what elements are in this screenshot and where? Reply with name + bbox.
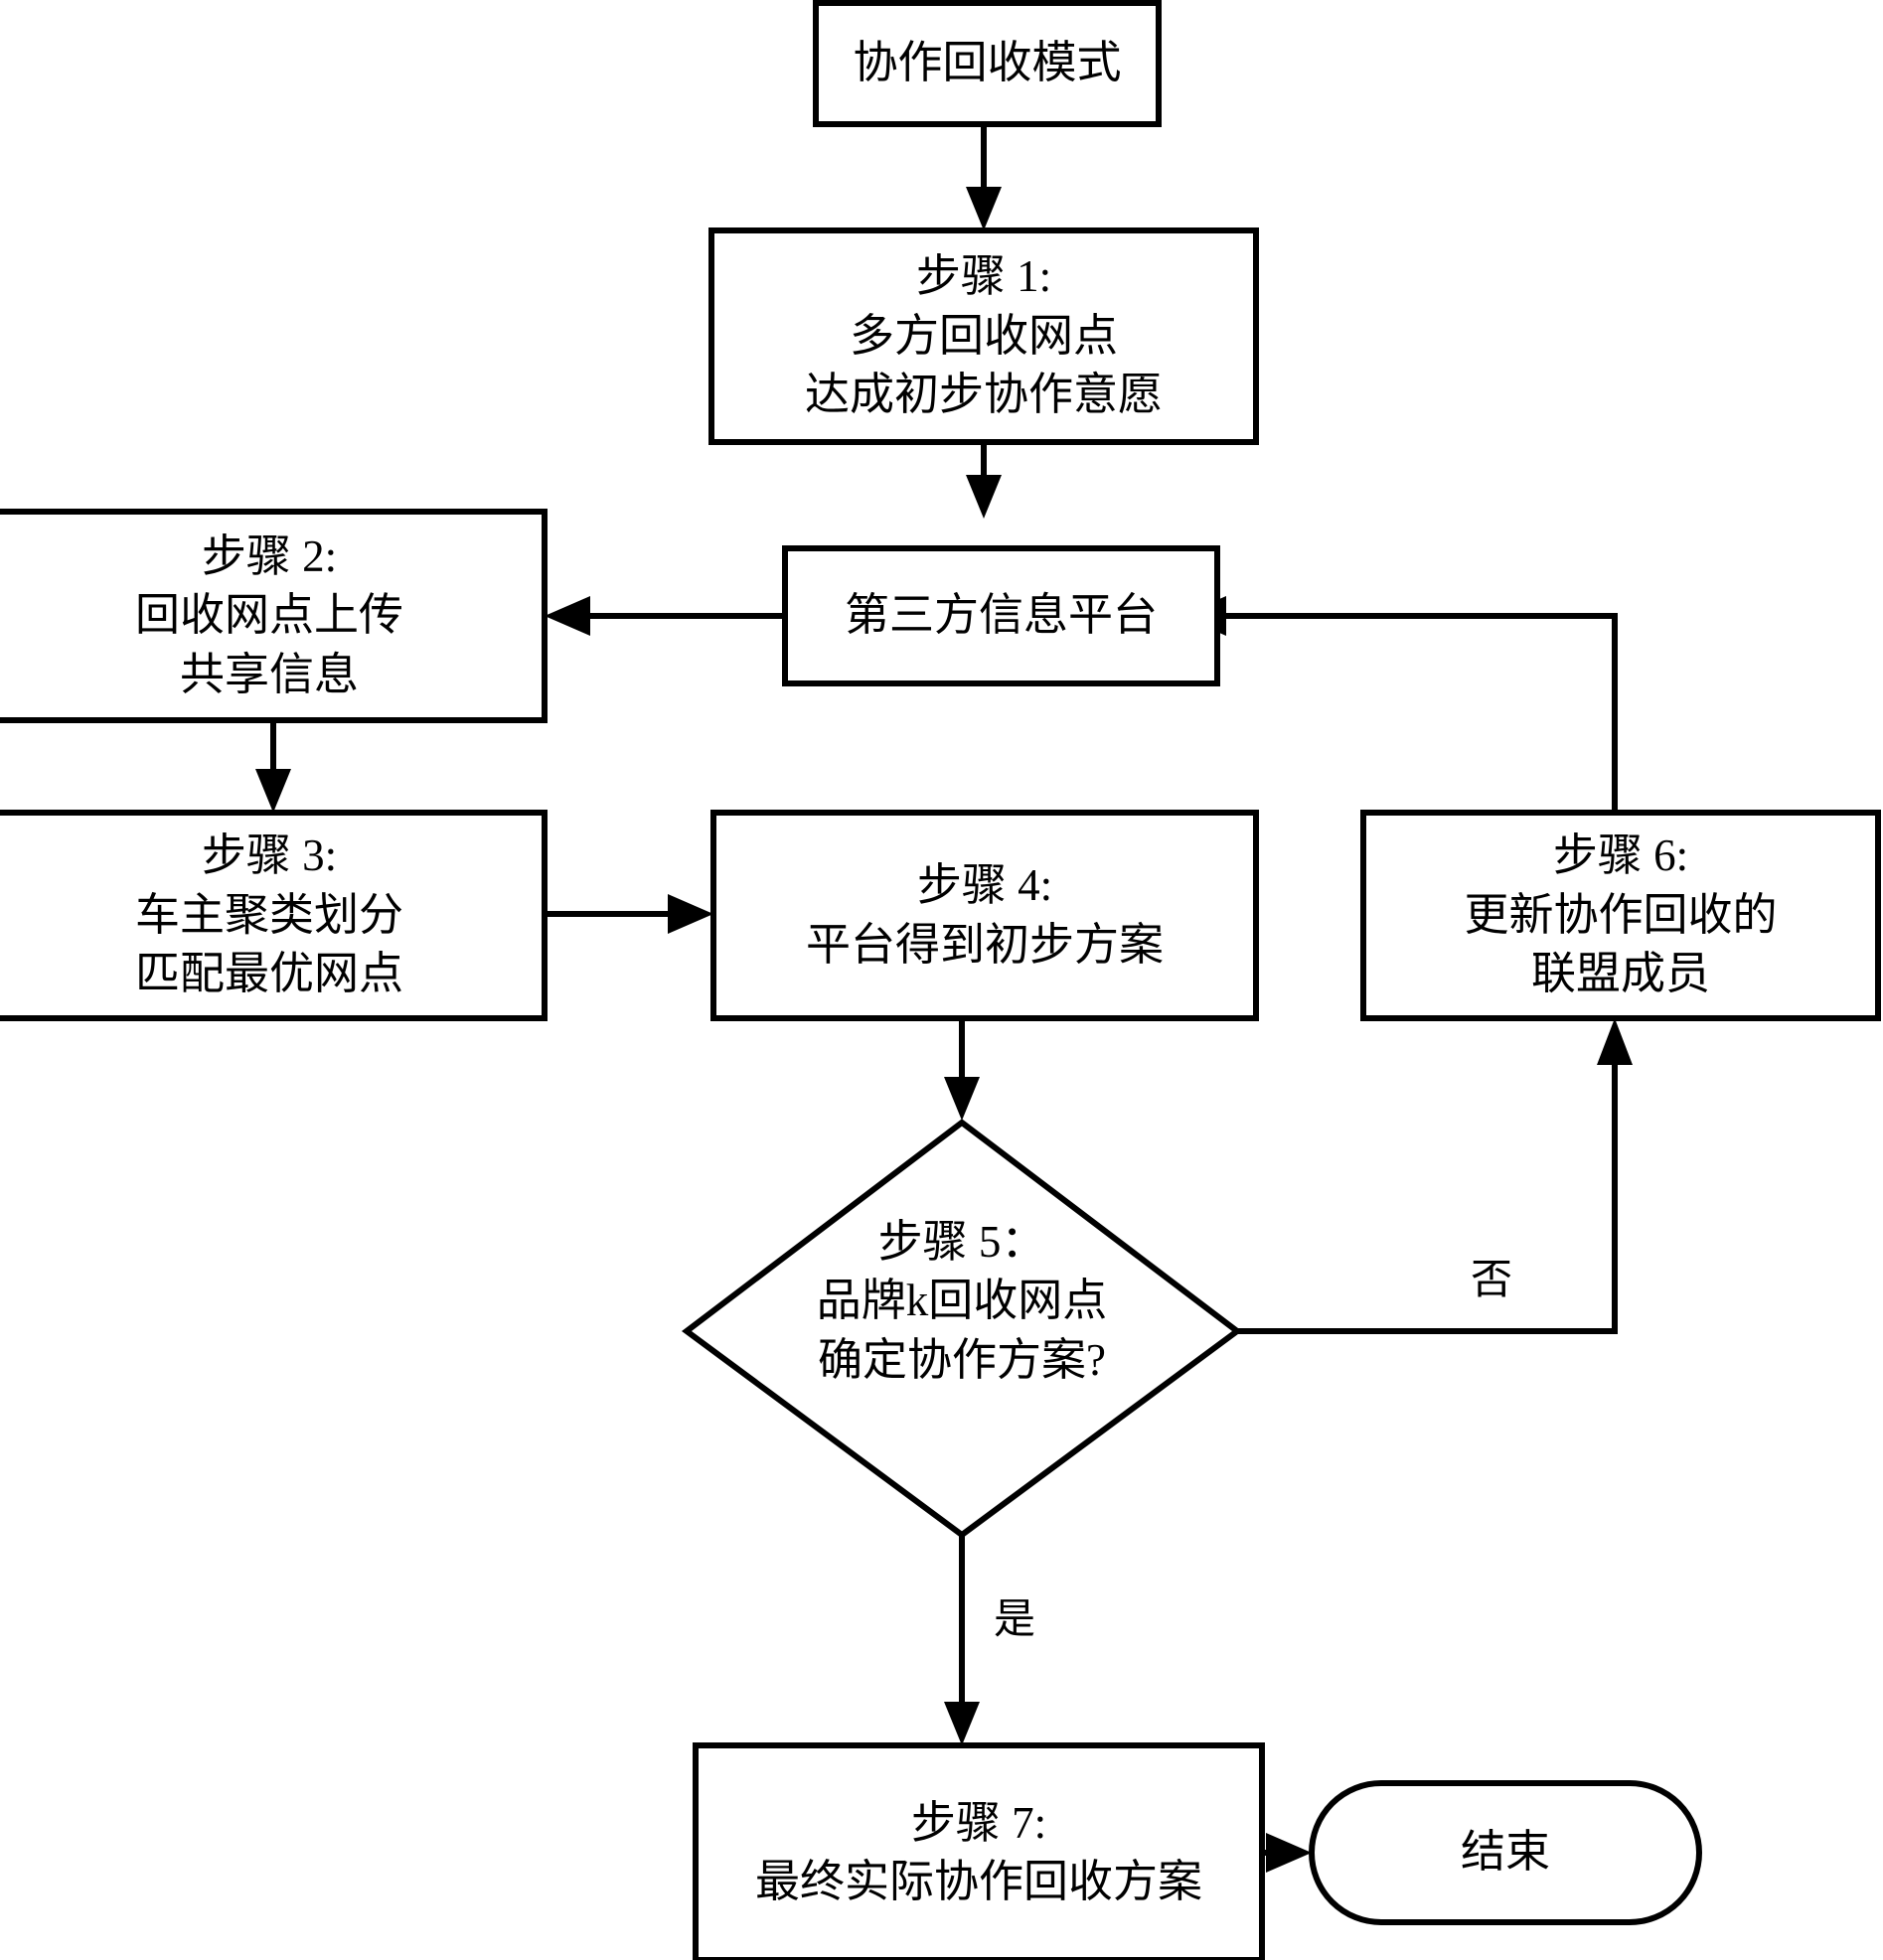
node-step2[interactable] xyxy=(0,509,548,723)
node-start[interactable] xyxy=(813,0,1162,127)
edge-label-no: 否 xyxy=(1471,1258,1513,1303)
node-step6[interactable] xyxy=(1360,810,1881,1021)
node-step1[interactable] xyxy=(708,227,1259,445)
node-end[interactable] xyxy=(1309,1780,1702,1925)
edge-step5-to-step7 xyxy=(944,1535,980,1745)
node-step5[interactable] xyxy=(681,1119,1243,1539)
edge-step6-to-platform xyxy=(1180,596,1618,813)
node-platform[interactable] xyxy=(782,545,1220,686)
node-step3[interactable] xyxy=(0,810,548,1021)
edge-label-yes: 是 xyxy=(994,1597,1036,1643)
edge-step7-to-end xyxy=(1262,1833,1312,1873)
node-step7[interactable] xyxy=(693,1742,1265,1960)
edge-step2-to-step3 xyxy=(255,720,291,813)
edge-step5-to-step6 xyxy=(1237,1018,1633,1334)
edge-platform-to-step2 xyxy=(545,596,785,636)
edge-step3-to-step4 xyxy=(545,894,713,934)
node-step4[interactable] xyxy=(710,810,1259,1021)
edge-start-to-step1 xyxy=(966,124,1002,230)
edge-step4-to-step5 xyxy=(944,1018,980,1121)
edge-step1-to-platform xyxy=(966,442,1002,519)
